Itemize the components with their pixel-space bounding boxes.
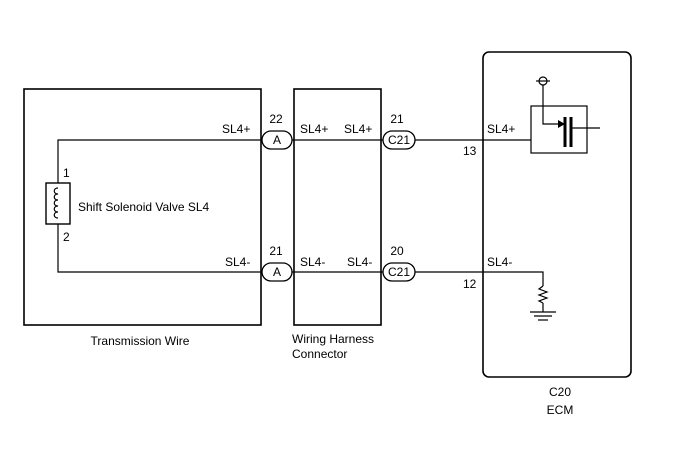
- wiring-harness-label-line2: Connector: [292, 347, 347, 361]
- transmission-wire-box: [23, 88, 262, 326]
- connector-a-bottom-label: A: [273, 265, 281, 279]
- tw-signal-sl4-plus: SL4+: [222, 122, 250, 136]
- transmission-wire-label: Transmission Wire: [91, 334, 190, 348]
- connector-a-bottom-pin: 21: [269, 244, 283, 258]
- connector-c21-bottom: C21: [382, 262, 416, 282]
- solenoid-pin-2: 2: [63, 230, 70, 244]
- wiring-harness-box: [293, 88, 382, 326]
- ecm-pin-12: 12: [463, 277, 477, 291]
- wire-sl4-minus-left: [57, 224, 264, 273]
- ecm-code-label: C20: [549, 385, 571, 399]
- ecm-ground-resistor-icon: [530, 285, 556, 321]
- tw-signal-sl4-minus: SL4-: [225, 255, 250, 269]
- wire-sl4-minus-ecm: [412, 271, 544, 286]
- ecm-driver-transistor-icon: [530, 76, 600, 154]
- ecm-pin-13: 13: [463, 144, 477, 158]
- solenoid-pin-1: 1: [63, 166, 70, 180]
- ecm-signal-sl4-minus: SL4-: [487, 255, 512, 269]
- wire-sl4-plus-left: [57, 139, 264, 183]
- connector-a-bottom: A: [261, 262, 293, 282]
- connector-c21-top-pin: 21: [390, 112, 404, 126]
- connector-c21-bottom-label: C21: [388, 265, 410, 279]
- harness-right-signal-sl4-plus: SL4+: [344, 122, 372, 136]
- ecm-box: [482, 51, 632, 378]
- harness-right-signal-sl4-minus: SL4-: [347, 255, 372, 269]
- connector-c21-top: C21: [382, 130, 416, 150]
- wiring-harness-label-line1: Wiring Harness: [292, 332, 374, 346]
- connector-a-top-label: A: [273, 133, 281, 147]
- solenoid-coil-icon: [45, 182, 71, 225]
- ecm-signal-sl4-plus: SL4+: [487, 122, 515, 136]
- connector-c21-bottom-pin: 20: [390, 244, 404, 258]
- connector-a-top-pin: 22: [269, 112, 283, 126]
- harness-left-signal-sl4-plus: SL4+: [300, 122, 328, 136]
- harness-left-signal-sl4-minus: SL4-: [300, 255, 325, 269]
- connector-a-top: A: [261, 130, 293, 150]
- connector-c21-top-label: C21: [388, 133, 410, 147]
- solenoid-label: Shift Solenoid Valve SL4: [78, 200, 210, 214]
- ecm-label: ECM: [547, 403, 574, 417]
